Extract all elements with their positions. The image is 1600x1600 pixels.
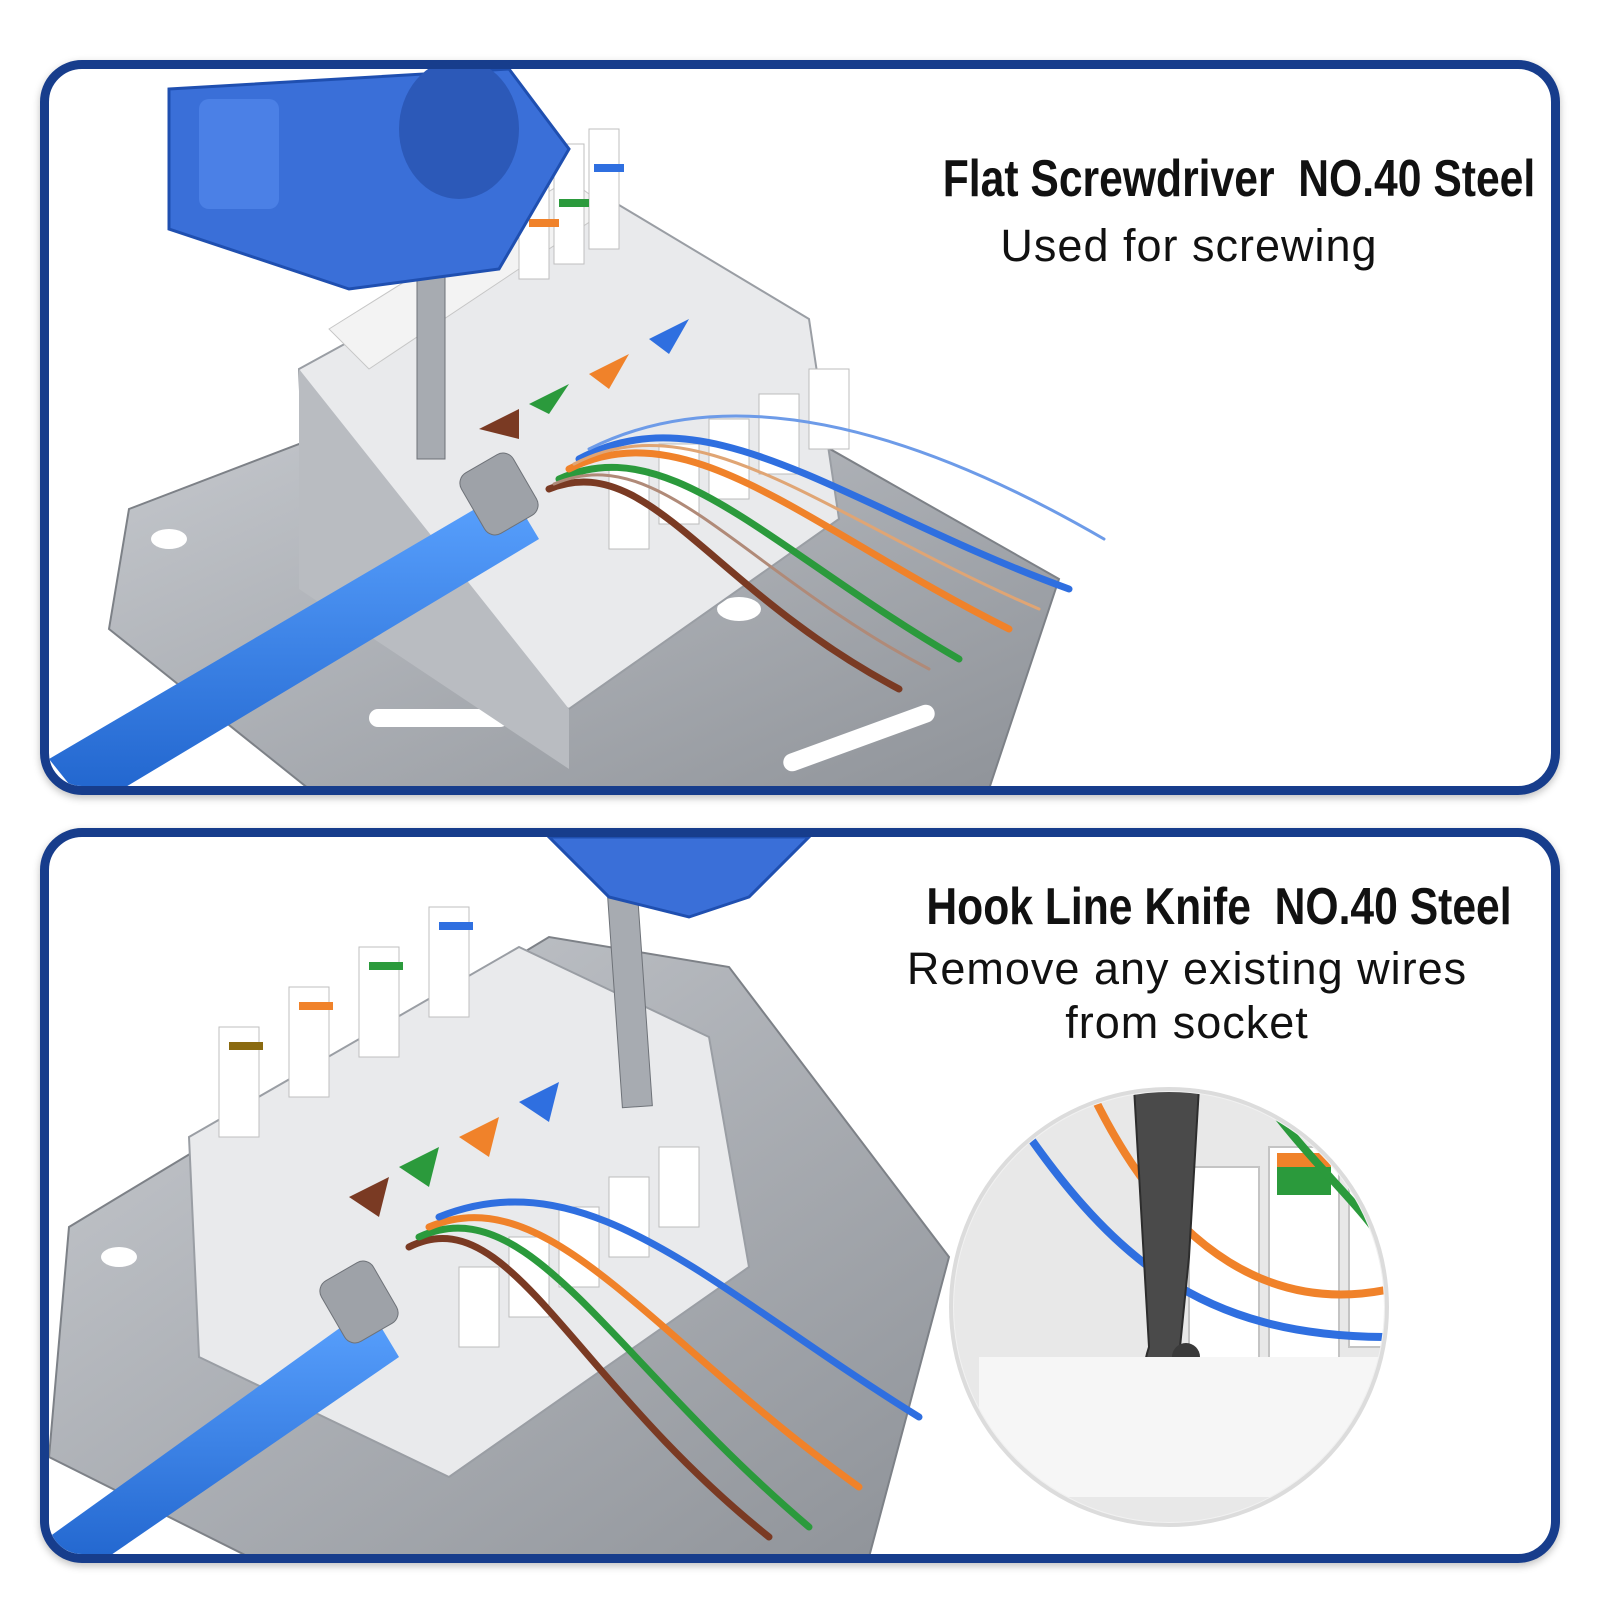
panel-description: Used for screwing	[919, 219, 1459, 273]
description-line: Remove any existing wires	[906, 943, 1468, 994]
panel-heading: Flat Screwdriver NO.40 Steel	[942, 150, 1536, 208]
network-cable	[49, 489, 539, 786]
panel-heading: Hook Line Knife NO.40 Steel	[926, 878, 1512, 936]
socket-illustration-hook-knife	[49, 837, 1389, 1554]
description-line: from socket	[1065, 997, 1309, 1048]
panel-hook-line-knife: Hook Line Knife NO.40 Steel Remove any e…	[40, 828, 1560, 1563]
socket-illustration-screwdriver	[49, 69, 1106, 786]
hook-line-knife-icon	[546, 837, 812, 1109]
network-cable	[49, 1307, 399, 1554]
zoom-inset	[949, 1087, 1389, 1527]
flat-screwdriver-icon	[167, 69, 571, 460]
description-line: Used for screwing	[1000, 220, 1378, 271]
panel-description: Remove any existing wires from socket	[857, 942, 1517, 1050]
panel-flat-screwdriver: Flat Screwdriver NO.40 Steel Used for sc…	[40, 60, 1560, 795]
